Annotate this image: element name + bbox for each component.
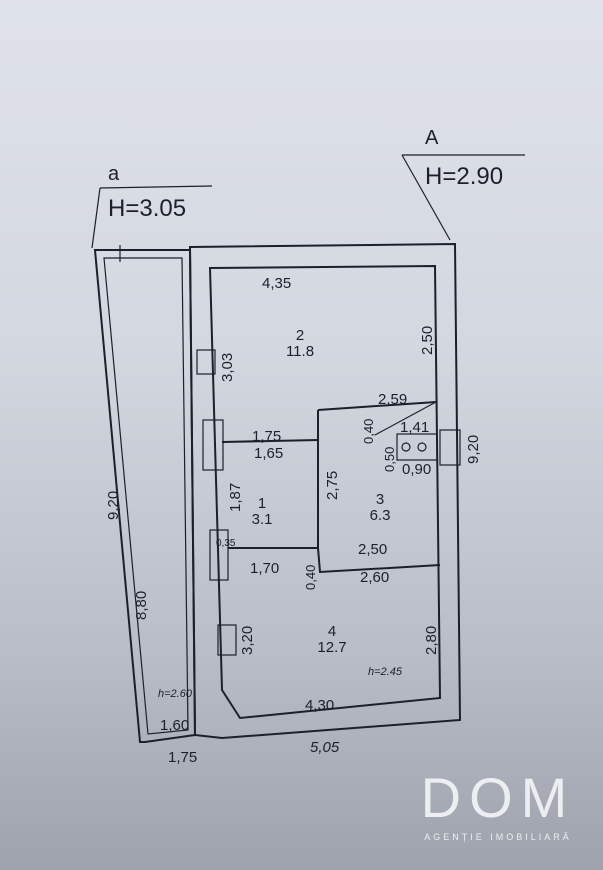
logo-tagline: AGENȚIE IMOBILIARĂ xyxy=(424,832,572,842)
dim: 1,75 xyxy=(252,428,281,445)
veranda-walls xyxy=(93,245,197,743)
dim: 1,60 xyxy=(160,717,189,734)
ceiling-height: h=2.60 xyxy=(158,688,193,700)
dim: 1,75 xyxy=(168,749,197,766)
dim: 0,35 xyxy=(216,538,236,549)
house-walls xyxy=(188,242,462,740)
dim: 8,80 xyxy=(133,591,150,620)
room-3-area: 6.3 xyxy=(370,507,391,524)
dim: 2,75 xyxy=(324,471,341,500)
room-1-number: 1 xyxy=(258,495,266,512)
dim: 0,40 xyxy=(303,565,318,590)
room-2-number: 2 xyxy=(296,327,304,344)
room-2-area: 11.8 xyxy=(286,343,314,360)
dim: 1,70 xyxy=(250,560,279,577)
dim: 2,59 xyxy=(378,391,407,408)
dim: 3,03 xyxy=(219,353,236,382)
section-A-height: H=2.90 xyxy=(425,163,503,190)
section-A-label: A xyxy=(425,127,439,149)
dim: 4,35 xyxy=(262,275,291,292)
dim: 3,20 xyxy=(239,626,256,655)
dim: 1,41 xyxy=(400,419,429,436)
dim: 5,05 xyxy=(310,739,340,756)
logo-brand: DOM xyxy=(420,766,576,829)
dim: 2,50 xyxy=(419,326,436,355)
dim: 1,65 xyxy=(254,445,283,462)
dim: 0,40 xyxy=(361,419,376,444)
dim: 1,87 xyxy=(227,483,244,512)
room-4-number: 4 xyxy=(328,623,336,640)
dim: 2,60 xyxy=(360,569,389,586)
dim: 2,50 xyxy=(358,541,387,558)
dim: 9,20 xyxy=(465,435,482,464)
room-1-area: 3.1 xyxy=(252,511,273,528)
height-leaders xyxy=(91,154,525,249)
dim: 9,20 xyxy=(105,491,122,520)
ceiling-height: h=2.45 xyxy=(368,666,403,678)
room-4-area: 12.7 xyxy=(317,639,346,656)
dim: 4,30 xyxy=(305,697,334,714)
labels: a H=3.05 A H=2.90 2 11.8 1 3.1 3 6.3 4 1… xyxy=(105,127,503,766)
dim: 0,50 xyxy=(382,447,397,472)
section-a-height: H=3.05 xyxy=(108,195,186,222)
dim: 2,80 xyxy=(423,626,440,655)
dim: 0,90 xyxy=(402,461,431,478)
room-3-number: 3 xyxy=(376,491,384,508)
dom-logo: DOM AGENȚIE IMOBILIARĂ xyxy=(398,766,598,843)
section-a-label: a xyxy=(108,163,120,185)
